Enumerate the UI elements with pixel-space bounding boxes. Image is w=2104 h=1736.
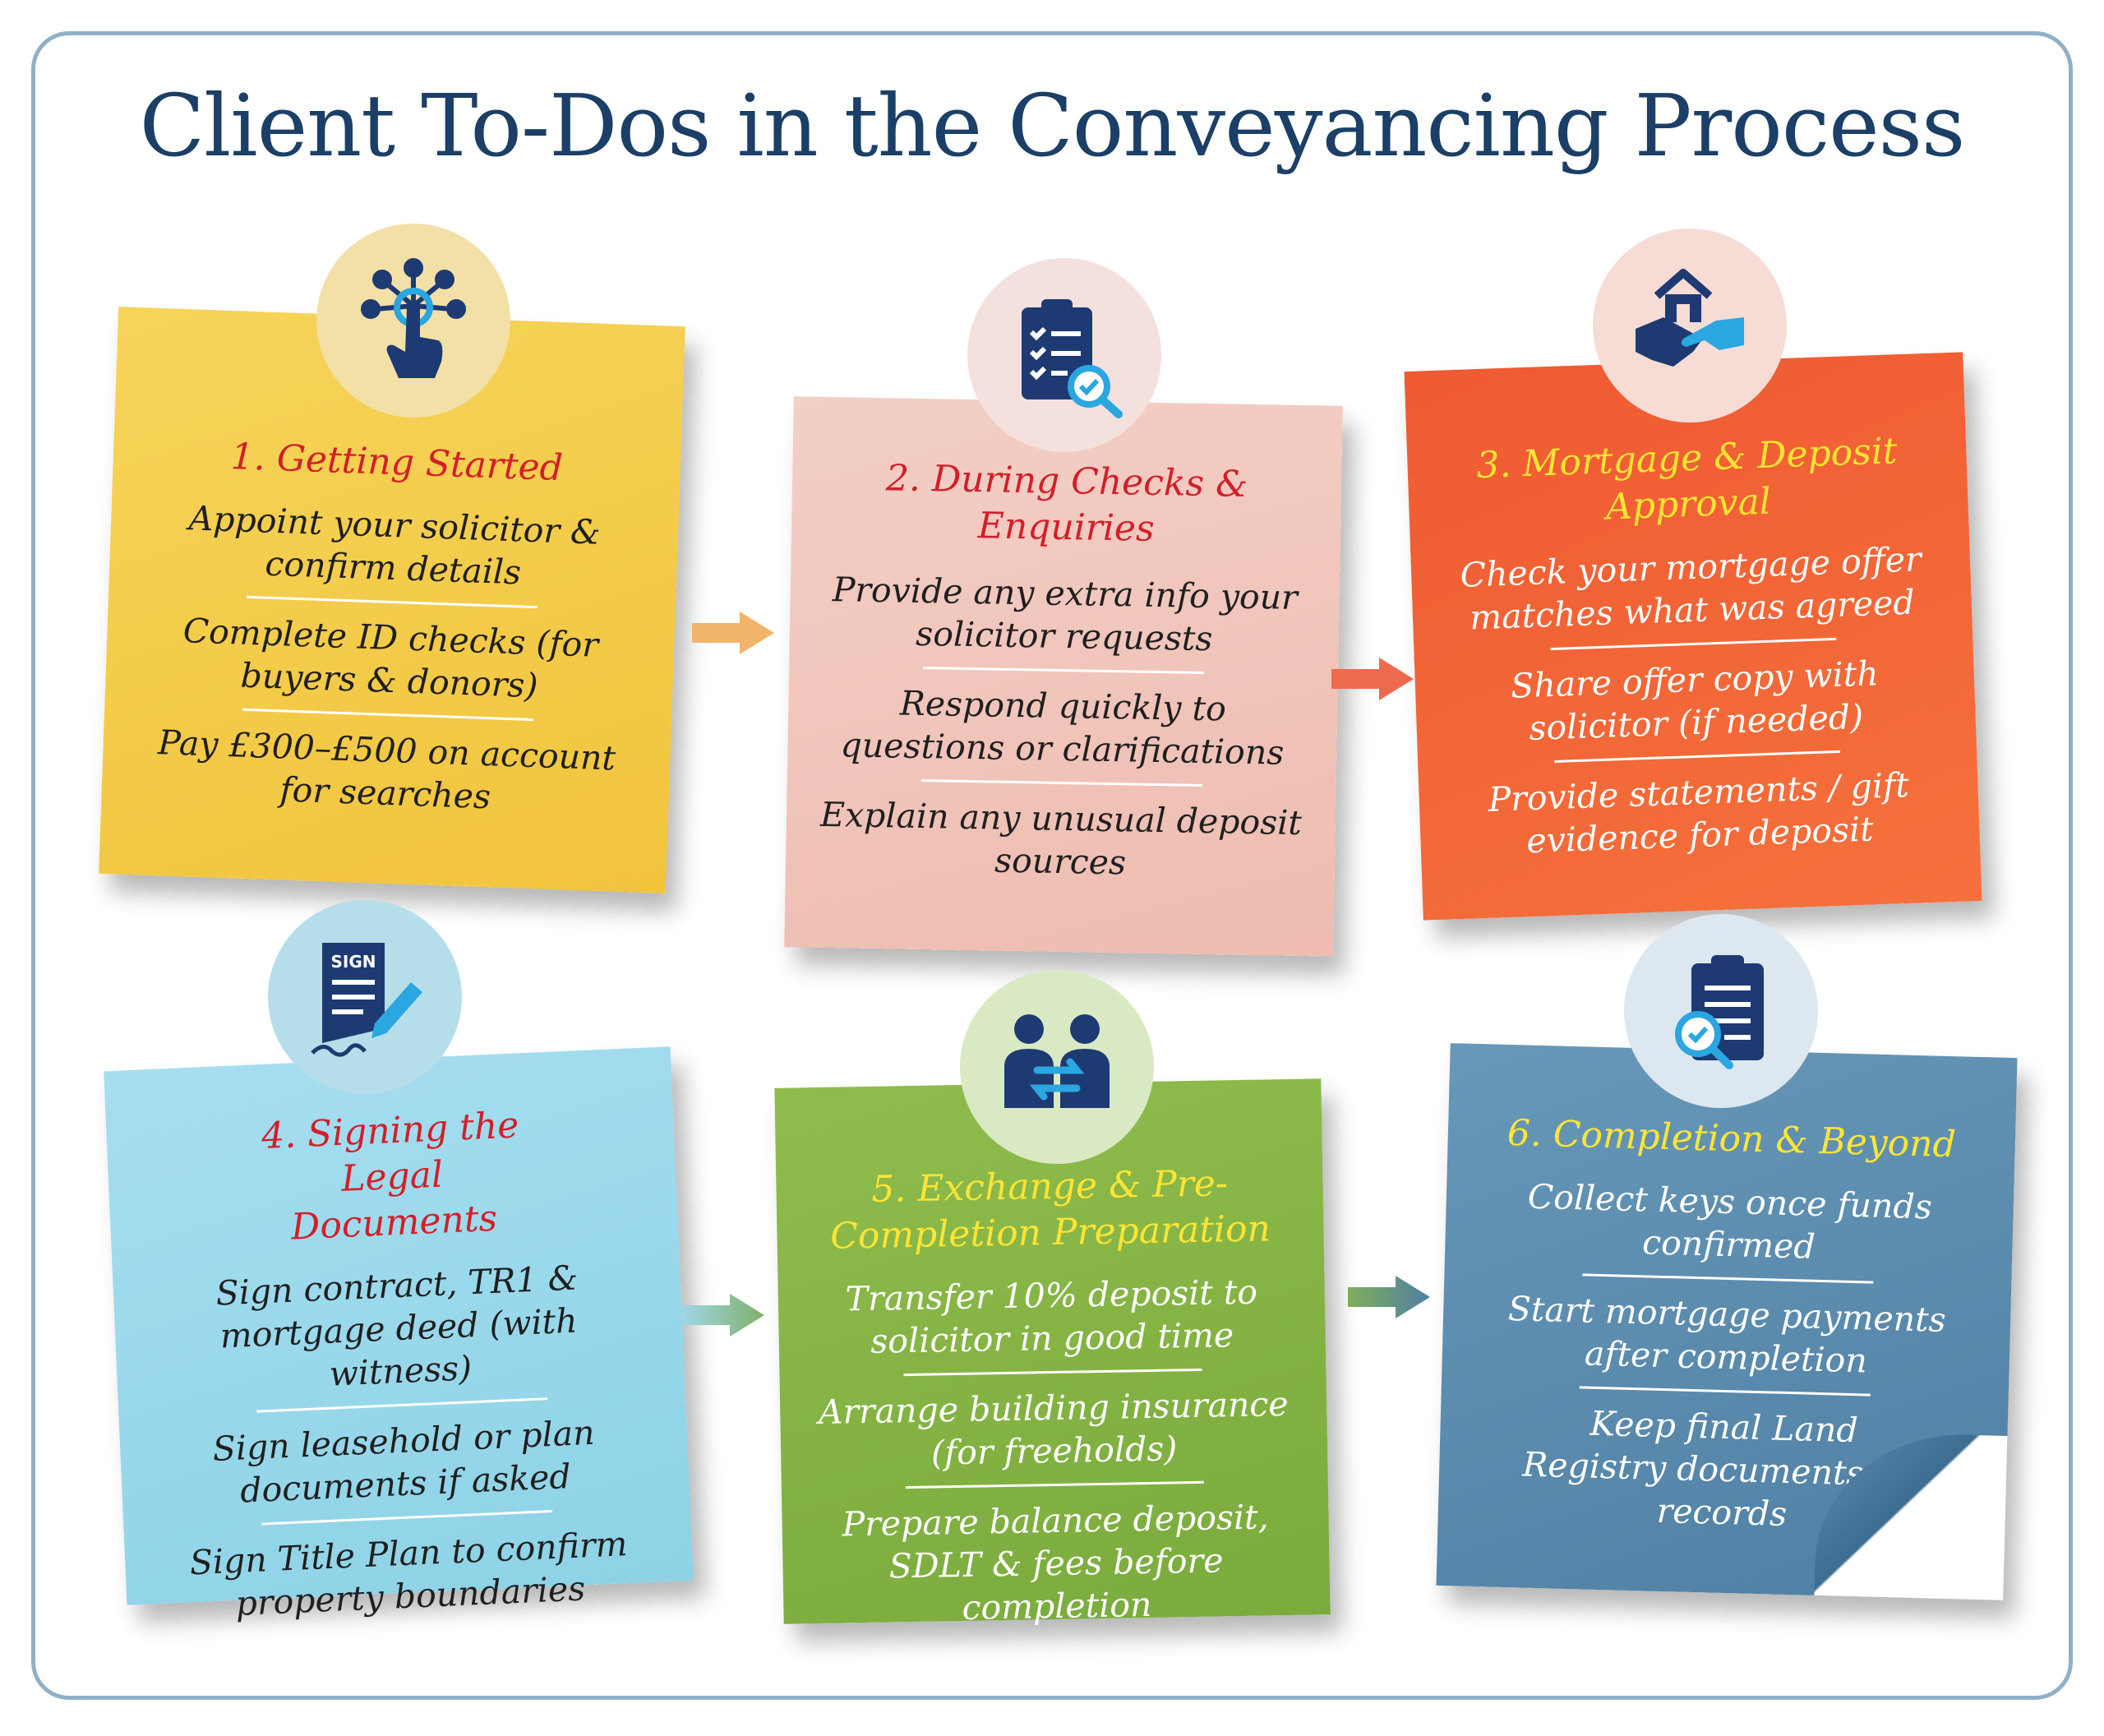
- step-6-note: 6. Completion & Beyond Collect keys once…: [1436, 1043, 2018, 1600]
- step-5-divider: [906, 1480, 1204, 1489]
- step-4-heading: 4. Signing the Legal Documents: [261, 1104, 520, 1249]
- step-3-divider: [1550, 637, 1837, 651]
- touch-network-icon: [316, 224, 510, 418]
- step-3-item-1: Check your mortgage offer matches what w…: [1459, 539, 1922, 638]
- people-exchange-icon: [960, 970, 1154, 1164]
- arrow-step-1-to-2: [692, 612, 774, 654]
- page-title: Client To-Dos in the Conveyancing Proces…: [139, 76, 1966, 176]
- step-4-divider: [261, 1510, 552, 1526]
- step-2-note: 2. During Checks & Enquiries Provide any…: [784, 396, 1343, 957]
- step-6-item-2: Start mortgage payments after completion: [1507, 1289, 1947, 1381]
- step-3-divider: [1554, 750, 1841, 763]
- step-2-item-3: Explain any unusual deposit sources: [819, 794, 1303, 883]
- step-3-note: 3. Mortgage & Deposit Approval Check you…: [1404, 352, 1982, 921]
- step-1-heading: 1. Getting Started: [230, 436, 564, 490]
- step-3-item-3: Provide statements / gift evidence for d…: [1487, 764, 1910, 861]
- arrow-step-4-to-5: [682, 1294, 764, 1337]
- step-6-heading: 6. Completion & Beyond: [1506, 1111, 1957, 1166]
- step-6-divider: [1579, 1386, 1871, 1397]
- step-1-item-3: Pay £300–£500 on account for searches: [157, 723, 616, 817]
- step-2-divider: [923, 667, 1204, 674]
- arrow-step-5-to-6: [1348, 1276, 1430, 1318]
- step-4-divider: [256, 1397, 547, 1413]
- arrow-step-2-to-3: [1331, 658, 1414, 700]
- step-4-note: 4. Signing the Legal Documents Sign cont…: [104, 1046, 694, 1623]
- step-5-item-1: Transfer 10% deposit to solicitor in goo…: [845, 1272, 1258, 1361]
- sign-document-icon: SIGN: [268, 900, 462, 1094]
- step-5-divider: [903, 1368, 1202, 1377]
- step-2-item-2: Respond quickly to questions or clarific…: [840, 683, 1285, 773]
- step-2-item-1: Provide any extra info your solicitor re…: [832, 570, 1299, 659]
- step-3-heading: 3. Mortgage & Deposit Approval: [1475, 430, 1899, 529]
- step-6-divider: [1582, 1273, 1874, 1284]
- step-1-divider: [242, 708, 533, 722]
- house-handshake-icon: [1593, 229, 1787, 422]
- step-1-item-2: Complete ID checks (for buyers & donors): [182, 611, 599, 706]
- step-5-item-2: Arrange building insurance (for freehold…: [818, 1384, 1289, 1473]
- step-4-item-2: Sign leasehold or plan documents if aske…: [211, 1412, 596, 1511]
- step-1-divider: [247, 595, 538, 609]
- step-1-item-1: Appoint your solicitor & confirm details: [187, 498, 602, 593]
- step-4-item-1: Sign contract, TR1 & mortgage deed (with…: [215, 1258, 579, 1394]
- step-2-heading: 2. During Checks & Enquiries: [885, 457, 1248, 550]
- sign-label: SIGN: [331, 952, 376, 972]
- clipboard-magnifier-icon: [1624, 914, 1818, 1108]
- step-6-item-1: Collect keys once funds confirmed: [1527, 1176, 1933, 1267]
- clipboard-checklist-icon: [967, 258, 1161, 452]
- step-2-divider: [921, 779, 1202, 787]
- step-3-item-2: Share offer copy with solicitor (if need…: [1510, 653, 1880, 749]
- step-5-item-3: Prepare balance deposit, SDLT & fees bef…: [842, 1497, 1269, 1628]
- step-5-heading: 5. Exchange & Pre-Completion Preparation: [829, 1162, 1271, 1258]
